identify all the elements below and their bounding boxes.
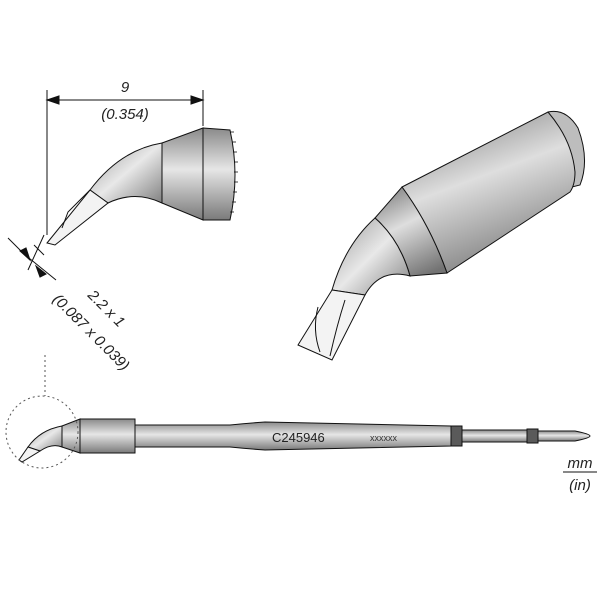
closeup-tip-view — [46, 127, 236, 246]
width-dimension — [45, 90, 205, 235]
part-number-label: C245946 — [272, 430, 325, 445]
knurl-marks — [230, 131, 238, 213]
tip-size-dimension — [7, 234, 57, 281]
detail-circle — [5, 395, 79, 469]
marking-label: xxxxxx — [370, 433, 398, 443]
width-in-label: (0.354) — [101, 106, 149, 123]
unit-imperial-label: (in) — [569, 477, 591, 494]
unit-metric-label: mm — [568, 455, 593, 472]
width-mm-label: 9 — [121, 79, 130, 96]
full-length-tip-view — [18, 418, 591, 463]
perspective-tip-view — [297, 110, 585, 361]
